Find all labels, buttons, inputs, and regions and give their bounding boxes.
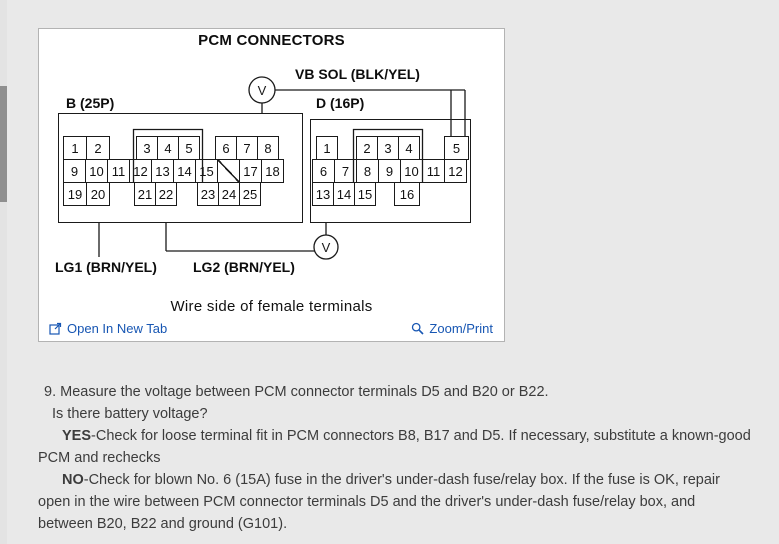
connector-d-row3-group1: 13 14 15 [312, 182, 376, 206]
vb-sol-wire-label: VB SOL (BLK/YEL) [295, 66, 420, 82]
voltmeter-top-icon [248, 76, 276, 104]
terminal-b17: 17 [239, 159, 262, 183]
connector-d-outline [310, 119, 471, 223]
yes-text: -Check for loose terminal fit in PCM con… [38, 428, 751, 466]
voltmeter-top-symbol: V [258, 83, 267, 98]
terminal-d11: 11 [422, 159, 445, 183]
voltmeter-bottom-symbol: V [322, 240, 331, 255]
no-text: -Check for blown No. 6 (15A) fuse in the… [38, 472, 720, 532]
lg1-wire-label: LG1 (BRN/YEL) [55, 259, 157, 275]
connector-d-row1-group2: 2 3 4 [356, 136, 420, 160]
terminal-b12: 12 [129, 159, 152, 183]
left-scrollbar-thumb[interactable] [0, 86, 7, 202]
terminal-b21: 21 [134, 182, 156, 206]
connector-b-row3-group2: 21 22 [134, 182, 177, 206]
no-label: NO [62, 472, 84, 488]
terminal-b20: 20 [86, 182, 110, 206]
diagram-panel: PCM CONNECTORS VB SOL (BLK/YEL) B (25P) … [38, 28, 505, 342]
connector-d-row1-group3: 5 [444, 136, 469, 160]
question-line: Is there battery voltage? [52, 406, 208, 422]
diagram-caption: Wire side of female terminals [170, 298, 373, 315]
terminal-b3: 3 [136, 136, 158, 160]
terminal-d7: 7 [334, 159, 357, 183]
diagram-title: PCM CONNECTORS [198, 32, 345, 49]
terminal-d15: 15 [354, 182, 376, 206]
terminal-b16-blank [217, 159, 240, 183]
terminal-d3: 3 [377, 136, 399, 160]
connector-d-label: D (16P) [316, 95, 365, 111]
terminal-d8: 8 [356, 159, 379, 183]
open-in-new-icon [49, 322, 62, 335]
terminal-d1: 1 [316, 136, 338, 160]
connector-b-row2: 9 10 11 12 13 14 15 17 18 [63, 159, 284, 183]
terminal-d13: 13 [312, 182, 334, 206]
connector-d-row1-group1: 1 [316, 136, 338, 160]
terminal-d2: 2 [356, 136, 378, 160]
connector-b-row1-group1: 1 2 [63, 136, 110, 160]
terminal-b18: 18 [261, 159, 284, 183]
terminal-b4: 4 [157, 136, 179, 160]
lg2-wire-label: LG2 (BRN/YEL) [193, 259, 295, 275]
connector-d-row2: 6 7 8 9 10 11 12 [312, 159, 467, 183]
terminal-b6: 6 [215, 136, 237, 160]
terminal-b14: 14 [173, 159, 196, 183]
zoom-print-link[interactable]: Zoom/Print [411, 321, 493, 336]
yes-label: YES [62, 428, 92, 444]
terminal-b13: 13 [151, 159, 174, 183]
diagram-toolbar: Open In New Tab Zoom/Print [39, 317, 504, 341]
terminal-d16: 16 [394, 182, 420, 206]
terminal-d4: 4 [398, 136, 420, 160]
terminal-b23: 23 [197, 182, 219, 206]
zoom-print-label: Zoom/Print [429, 321, 493, 336]
terminal-b25: 25 [239, 182, 261, 206]
terminal-b1: 1 [63, 136, 87, 160]
terminal-d6: 6 [312, 159, 335, 183]
open-in-new-tab-label: Open In New Tab [67, 321, 168, 336]
terminal-d12: 12 [444, 159, 467, 183]
connector-b-row3-group3: 23 24 25 [197, 182, 261, 206]
terminal-d9: 9 [378, 159, 401, 183]
terminal-b8: 8 [257, 136, 279, 160]
connector-b-row1-group2: 3 4 5 [136, 136, 200, 160]
terminal-b15: 15 [195, 159, 218, 183]
yes-instruction: YES-Check for loose terminal fit in PCM … [38, 425, 754, 469]
connector-b-row1-group3: 6 7 8 [215, 136, 279, 160]
terminal-d10: 10 [400, 159, 423, 183]
terminal-b19: 19 [63, 182, 87, 206]
terminal-b10: 10 [85, 159, 108, 183]
magnifier-icon [412, 322, 424, 335]
voltmeter-bottom-icon [313, 234, 339, 260]
connector-b-outline [58, 113, 303, 223]
terminal-b2: 2 [86, 136, 110, 160]
open-in-new-tab-link[interactable]: Open In New Tab [49, 321, 167, 336]
terminal-b9: 9 [63, 159, 86, 183]
terminal-b7: 7 [236, 136, 258, 160]
no-instruction: NO-Check for blown No. 6 (15A) fuse in t… [38, 469, 754, 535]
terminal-b22: 22 [155, 182, 177, 206]
terminal-b5: 5 [178, 136, 200, 160]
step-line: 9. Measure the voltage between PCM conne… [44, 384, 549, 400]
left-scrollbar-track[interactable] [0, 0, 7, 544]
connector-b-row3-group1: 19 20 [63, 182, 110, 206]
connector-b-label: B (25P) [66, 95, 115, 111]
terminal-d5: 5 [444, 136, 469, 160]
terminal-b24: 24 [218, 182, 240, 206]
terminal-d14: 14 [333, 182, 355, 206]
connector-d-row3-group2: 16 [394, 182, 420, 206]
terminal-b11: 11 [107, 159, 130, 183]
instructions: 9. Measure the voltage between PCM conne… [38, 381, 754, 535]
